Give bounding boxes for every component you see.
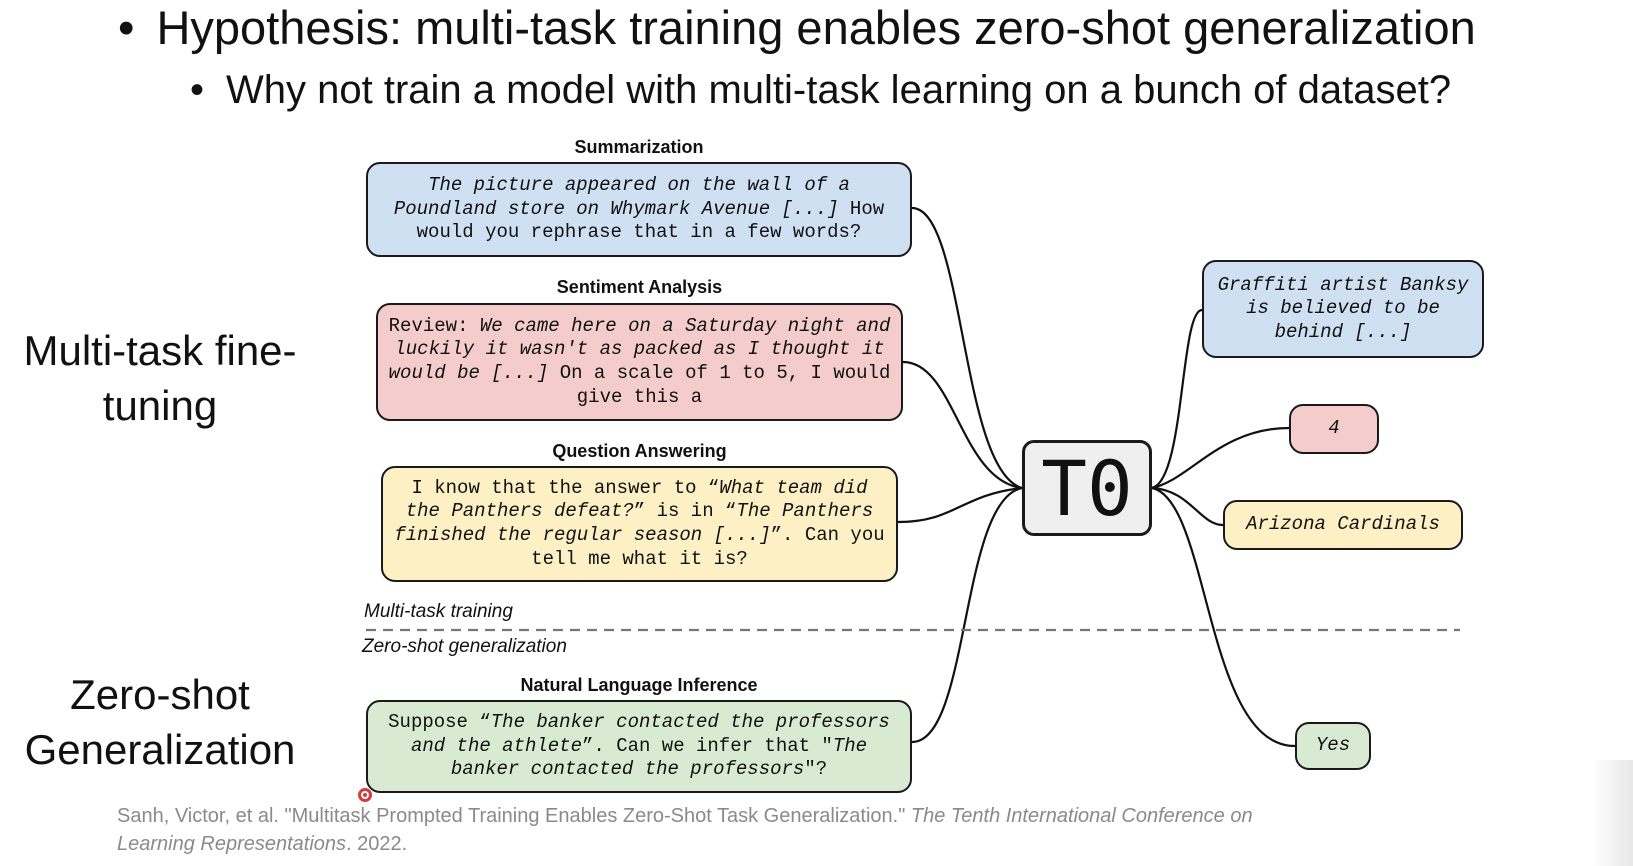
prompt-italic-segment: What team did the Panthers defeat? [405, 476, 868, 523]
bullet-hypothesis: • Hypothesis: multi-task training enable… [118, 0, 1476, 55]
prompt-italic-segment: We came here on a Saturday night and luc… [388, 314, 891, 384]
prompt-italic-segment: The banker contacted the professors [450, 734, 868, 781]
prompt-text: I know that the answer to “What team did… [393, 477, 886, 571]
recording-cursor-icon [358, 788, 372, 802]
prompt-segment: I know that the answer to “ [411, 476, 720, 499]
prompt-box-question-answering: I know that the answer to “What team did… [381, 466, 898, 582]
connector-sentiment-to-t0 [902, 360, 1023, 490]
bullet-glyph: • [190, 68, 205, 112]
task-title-summarization: Summarization [574, 137, 704, 157]
section-label-multi-task: Multi-task fine-tuning [23, 327, 297, 429]
prompt-segment: How would you rephrase that in a few wor… [416, 197, 885, 244]
task-title-nli: Natural Language Inference [520, 675, 758, 695]
prompt-text: Review: We came here on a Saturday night… [388, 315, 891, 409]
prompt-segment: Suppose “ [388, 711, 491, 734]
prompt-segment: "? [804, 758, 828, 781]
task-title-sentiment: Sentiment Analysis [556, 277, 723, 297]
prompt-segment: Review: [388, 314, 480, 337]
prompt-box-summarization: The picture appeared on the wall of a Po… [366, 162, 912, 257]
prompt-italic-segment: The banker contacted the professors and … [410, 711, 890, 757]
connector-t0-to-sentiment-output [1151, 426, 1290, 490]
prompt-segment: ”. Can you tell me what it is? [531, 524, 885, 570]
connector-nli-to-t0 [911, 486, 1023, 744]
phase-label-training: Multi-task training [364, 601, 513, 622]
bullet-why-not-text: Why not train a model with multi-task le… [226, 68, 1452, 112]
output-box-nli: Yes [1295, 722, 1371, 770]
output-box-question-answering: Arizona Cardinals [1223, 500, 1463, 550]
connector-t0-to-nli-output [1151, 486, 1296, 748]
model-node-t0: T0 [1022, 440, 1152, 536]
connector-t0-to-qa-output [1151, 486, 1224, 527]
connector-t0-to-summary-output [1151, 308, 1203, 490]
bullet-hypothesis-text: Hypothesis: multi-task training enables … [156, 1, 1476, 54]
prompt-segment: ”. Can we infer that " [581, 734, 833, 757]
output-box-summarization: Graffiti artist Banksy is believed to be… [1202, 260, 1484, 358]
citation: Sanh, Victor, et al. "Multitask Prompted… [117, 802, 1297, 858]
prompt-italic-segment: The Panthers finished the regular season… [394, 500, 874, 546]
prompt-segment: On a scale of 1 to 5, I would give this … [559, 362, 891, 408]
prompt-text: Suppose “The banker contacted the profes… [378, 711, 900, 782]
output-box-sentiment: 4 [1289, 404, 1379, 454]
connector-qa-to-t0 [897, 486, 1023, 524]
prompt-box-sentiment: Review: We came here on a Saturday night… [376, 303, 903, 421]
bullet-why-not: • Why not train a model with multi-task … [190, 68, 1451, 113]
citation-authors-title: Sanh, Victor, et al. "Multitask Prompted… [117, 805, 911, 827]
prompt-italic-segment: The picture appeared on the wall of a Po… [393, 174, 850, 220]
edge-shadow [1593, 760, 1633, 866]
prompt-box-nli: Suppose “The banker contacted the profes… [366, 700, 912, 793]
task-title-question-answering: Question Answering [552, 441, 727, 461]
prompt-text: The picture appeared on the wall of a Po… [378, 174, 900, 245]
section-label-zero-shot: Zero-shot Generalization [24, 671, 296, 773]
connector-summarization-to-t0 [911, 206, 1023, 490]
bullet-glyph: • [118, 1, 135, 54]
citation-year: . 2022. [346, 833, 408, 855]
phase-label-zero-shot: Zero-shot generalization [362, 636, 567, 657]
prompt-segment: ” is in “ [633, 500, 737, 523]
citation-venue: The Tenth International Conference on Le… [117, 805, 1253, 855]
